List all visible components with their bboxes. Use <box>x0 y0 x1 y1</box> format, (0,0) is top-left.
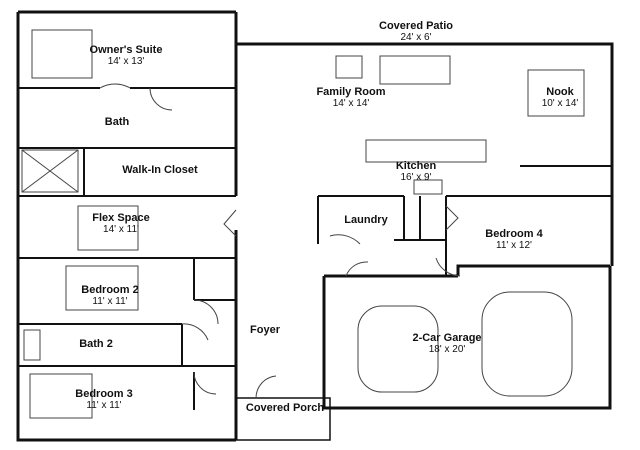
door-swing <box>193 299 219 325</box>
car <box>357 305 439 393</box>
room-dims: 14' x 13' <box>107 56 145 67</box>
kitchen-island <box>365 139 487 163</box>
room-name: Walk-In Closet <box>122 164 198 176</box>
bed <box>31 29 93 79</box>
room-name: Bath 2 <box>79 338 113 350</box>
exterior-walls <box>16 10 614 442</box>
room-dims: 11' x 11' <box>86 400 122 411</box>
room-name: Bath <box>104 116 130 128</box>
door-swing <box>435 257 461 277</box>
room-name: Family Room <box>316 86 386 98</box>
room-name: Covered Patio <box>379 20 453 32</box>
room-name: Flex Space <box>92 212 150 224</box>
car <box>481 291 573 397</box>
room-label-owners-suite: Owner's Suite 14' x 13' <box>66 44 186 68</box>
room-name: Owner's Suite <box>89 44 163 56</box>
room-label-foyer: Foyer <box>240 324 290 336</box>
nook-table <box>527 69 585 117</box>
room-name: Bedroom 2 <box>81 284 139 296</box>
room-dims: 14' x 14' <box>332 98 370 109</box>
bed <box>29 373 93 419</box>
room-dims: 11' x 11' <box>92 296 128 307</box>
room-label-walk-in-closet: Walk-In Closet <box>90 164 230 176</box>
room-name: 2-Car Garage <box>412 332 482 344</box>
room-name: Covered Porch <box>245 402 325 414</box>
door-swing <box>345 261 369 277</box>
range <box>413 179 443 195</box>
room-dims: 14' x 11' <box>103 224 139 235</box>
room-name: Bedroom 4 <box>485 228 543 240</box>
room-name: Bedroom 3 <box>75 388 133 400</box>
room-label-covered-porch: Covered Porch <box>240 402 330 414</box>
room-label-bath-2: Bath 2 <box>56 338 136 350</box>
sofa <box>379 55 451 85</box>
room-label-bedroom-3: Bedroom 3 11' x 11' <box>54 388 154 412</box>
door-swing <box>99 83 131 89</box>
room-label-kitchen: Kitchen 16' x 9' <box>376 160 456 184</box>
room-label-bedroom-2: Bedroom 2 11' x 11' <box>60 284 160 308</box>
room-name: Foyer <box>250 324 280 336</box>
room-name: Nook <box>546 86 574 98</box>
bed <box>65 265 139 311</box>
room-label-family-room: Family Room 14' x 14' <box>296 86 406 110</box>
porch-outline <box>236 397 331 441</box>
room-label-garage: 2-Car Garage 18' x 20' <box>392 332 502 356</box>
door-swing <box>181 323 209 341</box>
room-label-laundry: Laundry <box>324 214 408 226</box>
door-swing <box>223 209 237 237</box>
bathtub <box>23 329 41 361</box>
door-swing <box>193 371 217 395</box>
bed <box>77 205 139 251</box>
room-dims: 24' x 6' <box>400 32 432 43</box>
door-swing <box>329 234 361 245</box>
room-dims: 16' x 9' <box>400 172 432 183</box>
closet-tiles <box>21 149 79 193</box>
door-swing <box>149 87 173 111</box>
room-dims: 11' x 12' <box>496 240 532 251</box>
room-label-bedroom-4: Bedroom 4 11' x 12' <box>472 228 556 252</box>
room-dims: 18' x 20' <box>428 344 466 355</box>
chair <box>335 55 363 79</box>
door-swing <box>445 205 459 231</box>
room-label-bath: Bath <box>92 116 142 128</box>
room-dims: 10' x 14' <box>541 98 579 109</box>
room-label-covered-patio: Covered Patio 24' x 6' <box>356 20 476 44</box>
room-label-nook: Nook 10' x 14' <box>520 86 600 110</box>
room-label-flex-space: Flex Space 14' x 11' <box>66 212 176 236</box>
door-swing <box>255 375 277 399</box>
room-name: Laundry <box>344 214 388 226</box>
room-name: Kitchen <box>395 160 437 172</box>
